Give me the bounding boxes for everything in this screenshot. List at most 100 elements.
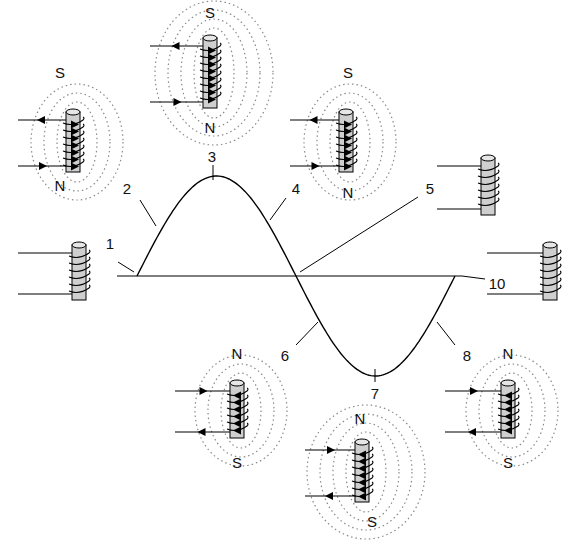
winding-arrow (71, 142, 79, 150)
pole-label: S (232, 455, 242, 470)
pole-label: N (343, 185, 354, 200)
wire (487, 293, 543, 294)
current-arrow (327, 446, 335, 454)
winding-arrow (208, 89, 216, 97)
winding-arrow (344, 121, 352, 129)
coil-winding (540, 264, 561, 271)
winding-arrow (233, 406, 241, 414)
pole-label: N (503, 346, 514, 361)
coil-core-top (481, 155, 495, 161)
winding-arrow (71, 163, 79, 171)
coil-core-top (501, 380, 515, 386)
field-line (333, 423, 399, 521)
winding-arrow (233, 420, 241, 428)
field-line (155, 1, 273, 145)
coil-core-top (230, 380, 244, 386)
winding-arrow (358, 479, 366, 487)
winding-arrow (504, 413, 512, 421)
current-arrow (200, 387, 208, 395)
coil-core (230, 383, 244, 438)
callout-number: 10 (489, 276, 506, 291)
field-line (208, 364, 274, 457)
coil-winding (540, 257, 561, 264)
winding-arrow (358, 486, 366, 494)
coil-winding (478, 177, 499, 184)
wire (437, 208, 481, 209)
field-line (330, 102, 370, 182)
coil-winding (69, 264, 90, 271)
leader-line (140, 200, 156, 226)
leader-line (270, 198, 286, 220)
winding-arrow (208, 61, 216, 69)
pole-label: S (205, 5, 215, 20)
field-line (221, 373, 261, 448)
winding-arrow (71, 135, 79, 143)
coil-winding (540, 285, 561, 292)
callout-number: 1 (106, 236, 114, 251)
winding-arrow (358, 458, 366, 466)
winding-arrow (504, 427, 512, 435)
field-line (320, 414, 412, 530)
winding-arrow (358, 493, 366, 501)
pole-label: N (55, 178, 66, 193)
winding-arrow (344, 142, 352, 150)
field-line (346, 432, 386, 512)
winding-arrow (358, 451, 366, 459)
winding-arrow (344, 163, 352, 171)
coil-winding (540, 250, 561, 257)
pole-label: N (205, 120, 216, 135)
winding-arrow (71, 156, 79, 164)
winding-arrow (358, 472, 366, 480)
coil-winding (478, 170, 499, 177)
winding-arrow (504, 406, 512, 414)
coil-core-top (72, 242, 86, 248)
callout-number: 5 (426, 181, 434, 196)
callout-number: 8 (463, 348, 471, 363)
coil-winding (540, 278, 561, 285)
current-arrow (310, 116, 318, 124)
leader-line (462, 276, 485, 279)
field-line (168, 10, 260, 136)
field-line (317, 93, 383, 191)
current-arrow (172, 42, 180, 50)
coil-core (481, 158, 495, 215)
coil-winding (478, 191, 499, 198)
wire (18, 252, 72, 253)
coil-core-top (339, 109, 353, 115)
coil-winding (478, 184, 499, 191)
wire (437, 165, 481, 166)
field-line (304, 84, 396, 200)
winding-arrow (71, 128, 79, 136)
winding-arrow (504, 392, 512, 400)
coil-winding (69, 271, 90, 278)
current-arrow (37, 116, 45, 124)
coil-core-top (355, 439, 369, 445)
pole-label: S (55, 65, 65, 80)
coil-core (355, 442, 369, 502)
wire (18, 293, 72, 294)
pole-label: S (367, 514, 377, 529)
leader-line (375, 369, 376, 382)
winding-arrow (233, 399, 241, 407)
coil-core (66, 112, 80, 172)
coil-core-top (203, 35, 217, 41)
coil-core-top (66, 109, 80, 115)
winding-arrow (233, 413, 241, 421)
field-line (466, 355, 558, 466)
field-line (181, 19, 247, 127)
winding-arrow (71, 149, 79, 157)
winding-arrow (233, 392, 241, 400)
winding-arrow (208, 47, 216, 55)
callout-number: 3 (208, 149, 216, 164)
winding-arrow (208, 82, 216, 90)
pole-label: N (355, 411, 366, 426)
leader-line (300, 197, 418, 272)
pole-label: N (232, 346, 243, 361)
current-arrow (468, 428, 476, 436)
field-line (31, 84, 123, 200)
field-line (307, 405, 425, 539)
winding-arrow (344, 149, 352, 157)
current-arrow (470, 387, 478, 395)
